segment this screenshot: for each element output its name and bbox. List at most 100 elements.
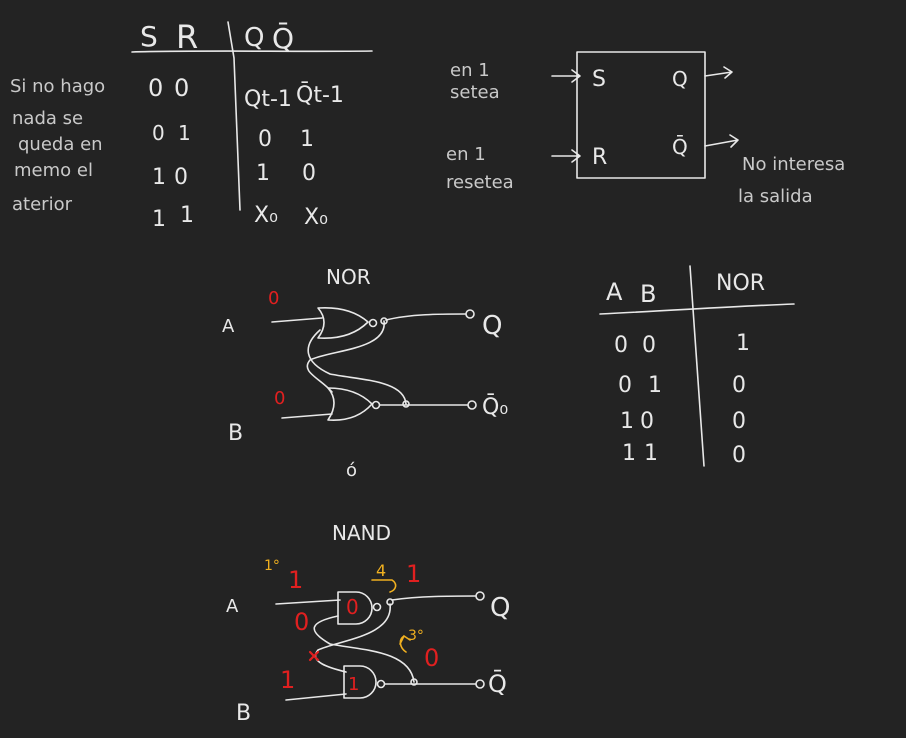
nor-table-cell: 0 [732,443,746,468]
output-note-line: No interesa [742,154,845,175]
nor-table-cell: 0 [732,409,746,434]
sr-table-horizontal-rule [131,50,373,53]
nor-table-row: 1 1 0 [622,441,746,468]
nor-table-cell: 0 [614,333,628,358]
nor-gate-2-bubble [371,400,381,410]
nor-table-cell: 0 [618,373,632,398]
sr-cell: Q̄t-1 [296,82,344,108]
memory-note-line: memo el [14,160,93,181]
nand-red-value-a: 1 [288,566,303,594]
sr-header-r: R [176,18,198,56]
sr-cell: 1 [300,127,314,152]
nand-wire-q [391,595,477,601]
nor-title: NOR [326,265,371,289]
nor-table-row: 0 0 1 [614,331,750,358]
nor-table-cell: 1 [620,409,634,434]
nand-feedback-qbar [313,615,415,683]
sr-cell: 0 [152,121,165,145]
nor-table-cell: 1 [736,331,750,356]
nor-truth-table: A B NOR 0 0 1 0 1 0 1 0 0 1 1 0 [599,265,795,468]
nor-input-a: A [222,316,235,337]
nand-output-qbar: Q̄ [488,669,507,698]
set-note-line: en 1 [450,60,490,81]
sr-block-diagram: en 1 setea en 1 resetea S R Q Q̄ No inte… [446,51,845,207]
nand-input-a: A [226,596,239,617]
sr-cell: 1 [152,165,166,190]
sr-header-s: S [140,20,158,53]
set-note-line: setea [450,82,500,103]
s-input-arrow [551,69,581,83]
nand-red-value-gate-2: 1 [348,674,359,695]
nor-red-value-a: 0 [268,288,279,309]
nor-table-vertical-rule [689,265,705,467]
nand-step-4-arrow [371,579,397,593]
nand-red-value-gate-1: 0 [346,595,359,619]
sr-cell: 0 [148,74,163,102]
nor-wire-b [281,413,333,419]
sr-cell: X₀ [254,203,278,228]
memory-note-line: queda en [18,134,103,155]
nor-table-header-b: B [640,280,656,308]
nand-red-value-qbar: 0 [424,644,439,672]
memory-note: Si no hago nada se queda en memo el ater… [10,76,105,215]
nor-latch-circuit: NOR A B 0 0 Q Q̄₀ ó [222,265,508,481]
nand-wire-a [275,599,341,605]
nor-gate-1 [317,306,369,339]
sr-truth-table: S R Q Q̄ 0 0 Qt-1 Q̄t-1 0 1 0 1 1 0 1 0 … [131,18,373,232]
nand-gate-1-bubble [372,602,382,612]
nor-red-value-b: 0 [274,388,285,409]
nor-qbar-terminal [467,400,477,410]
nand-output-q: Q [490,593,510,623]
nor-feedback-qbar [307,329,407,405]
sr-cell: Qt-1 [244,87,292,112]
reset-note-line: en 1 [446,144,486,165]
sr-cell: 0 [302,161,316,186]
nor-table-row: 1 0 0 [620,409,746,434]
nor-gate-2 [327,387,373,421]
nor-feedback-q [306,320,385,393]
nor-output-qbar: Q̄₀ [482,394,508,420]
nor-table-cell: 0 [642,333,656,358]
nor-table-cell: 0 [732,373,746,398]
block-input-r: R [592,145,607,170]
nand-q-terminal [475,591,485,601]
sr-cell: 0 [174,74,189,102]
nand-feedback-q [314,603,391,673]
nor-wire-a [271,317,323,323]
sr-cell: 1 [180,203,194,228]
nand-qbar-terminal [475,679,485,689]
nand-gate-2 [343,665,377,699]
nand-step-3: 3° [408,628,424,644]
nor-table-cell: 1 [644,441,658,466]
nand-red-value-a-feedback: 0 [294,608,309,636]
nor-table-cell: 1 [622,441,636,466]
sr-header-q: Q [244,23,264,53]
nor-output-q: Q [482,311,502,341]
nor-gate-1-bubble [368,318,378,328]
nor-table-header-nor: NOR [716,271,765,296]
nor-q-terminal [465,309,475,319]
nand-red-mark [308,650,320,662]
nand-step-1: 1° [264,558,280,574]
q-output-arrow [704,66,733,79]
sr-cell: X₀ [304,205,328,230]
sr-table-vertical-rule [227,21,241,211]
sr-cell: 1 [178,121,191,145]
sr-table-row: 0 1 0 1 [152,121,314,152]
block-input-s: S [592,67,606,92]
nand-red-value-b: 1 [280,666,295,694]
sr-cell: 1 [152,207,166,232]
nor-note: ó [346,460,357,481]
nand-gate-2-bubble [376,679,386,689]
nand-gate-1 [337,591,373,625]
nand-latch-circuit: NAND A B Q Q̄ 1° 4 3° 1 0 0 1 1 1 [226,521,510,726]
reset-note-line: resetea [446,172,514,193]
output-note-line: la salida [738,186,813,207]
nand-red-value-q: 1 [406,560,421,588]
nand-step-3-arrow [399,634,411,653]
nor-table-cell: 1 [648,373,662,398]
nor-table-horizontal-rule [599,303,795,315]
sr-header-qbar: Q̄ [272,21,294,55]
nor-input-b: B [228,421,243,446]
